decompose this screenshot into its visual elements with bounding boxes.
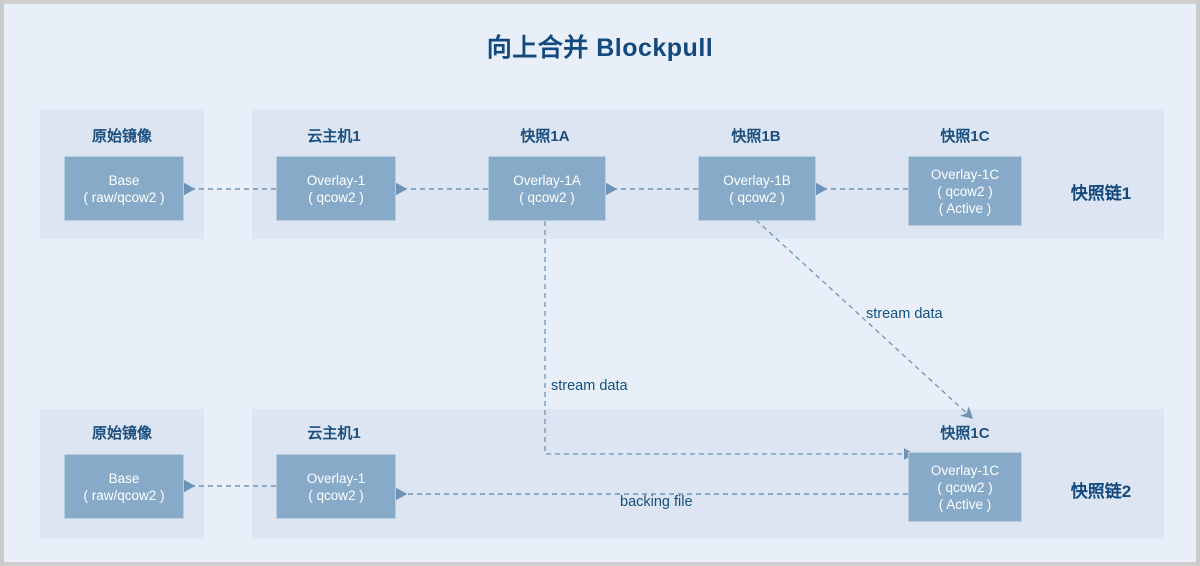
node-row1-overlay1a[interactable]: Overlay-1A ( qcow2 ) <box>488 156 606 221</box>
chain-label-1: 快照链1 <box>1070 184 1132 203</box>
node-row2-base-line2: ( raw/qcow2 ) <box>83 487 165 503</box>
node-row2-overlay1c-line2: ( qcow2 ) <box>937 479 993 495</box>
node-row2-overlay1-line1: Overlay-1 <box>306 470 366 486</box>
group-label-row1-overlay1c: 快照1C <box>940 128 990 145</box>
node-row1-base-line1: Base <box>108 172 140 188</box>
node-row1-base-line2: ( raw/qcow2 ) <box>83 189 165 205</box>
group-label-row1-overlay1a: 快照1A <box>520 128 570 145</box>
node-row1-overlay1a-line2: ( qcow2 ) <box>519 189 575 205</box>
node-row2-overlay1[interactable]: Overlay-1 ( qcow2 ) <box>276 454 396 519</box>
chain-label-2: 快照链2 <box>1070 482 1132 501</box>
group-label-row1-base: 原始镜像 <box>91 128 152 145</box>
group-label-row2-base: 原始镜像 <box>91 425 152 442</box>
node-row1-overlay1a-line1: Overlay-1A <box>513 172 581 188</box>
node-row2-overlay1c[interactable]: Overlay-1C ( qcow2 ) ( Active ) <box>908 452 1022 522</box>
node-row1-base[interactable]: Base ( raw/qcow2 ) <box>64 156 184 221</box>
group-label-row1-overlay1: 云主机1 <box>307 128 361 145</box>
edge-label-stream-data-diagonal: stream data <box>866 306 943 322</box>
edge-label-stream-data-vertical: stream data <box>551 378 628 394</box>
node-row1-overlay1b-line2: ( qcow2 ) <box>729 189 785 205</box>
group-label-row2-overlay1: 云主机1 <box>307 425 361 442</box>
node-row1-overlay1b[interactable]: Overlay-1B ( qcow2 ) <box>698 156 816 221</box>
node-row1-overlay1-line2: ( qcow2 ) <box>308 189 364 205</box>
node-row1-overlay1c-line3: ( Active ) <box>938 200 992 216</box>
group-label-row2-overlay1c: 快照1C <box>940 425 990 442</box>
edge-label-backing-file: backing file <box>620 494 693 510</box>
node-row1-overlay1b-line1: Overlay-1B <box>723 172 791 188</box>
group-label-row1-overlay1b: 快照1B <box>731 128 781 145</box>
node-row1-overlay1c[interactable]: Overlay-1C ( qcow2 ) ( Active ) <box>908 156 1022 226</box>
node-row1-overlay1c-line2: ( qcow2 ) <box>937 183 993 199</box>
node-row1-overlay1-line1: Overlay-1 <box>306 172 366 188</box>
node-row2-overlay1c-line1: Overlay-1C <box>930 462 1000 478</box>
node-row1-overlay1[interactable]: Overlay-1 ( qcow2 ) <box>276 156 396 221</box>
diagram-inner: 向上合并 Blockpull <box>4 4 1196 562</box>
node-row2-base[interactable]: Base ( raw/qcow2 ) <box>64 454 184 519</box>
node-row1-overlay1c-line1: Overlay-1C <box>930 166 1000 182</box>
node-row2-overlay1c-line3: ( Active ) <box>938 496 992 512</box>
node-row2-base-line1: Base <box>108 470 140 486</box>
page-title: 向上合并 Blockpull <box>486 34 714 62</box>
node-row2-overlay1-line2: ( qcow2 ) <box>308 487 364 503</box>
